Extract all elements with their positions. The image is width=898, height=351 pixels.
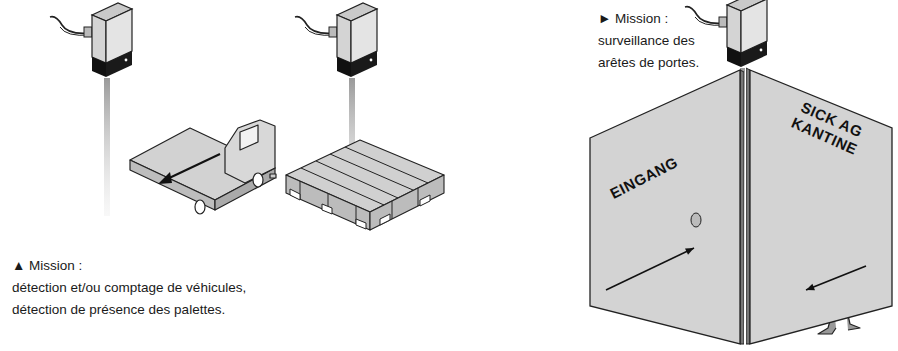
door-panel xyxy=(750,70,892,344)
door-arrow xyxy=(606,248,694,290)
mission-text: ► Mission : xyxy=(598,8,798,30)
arrow-head xyxy=(806,284,815,291)
mission-text: ▲ Mission : xyxy=(12,255,312,277)
door-outline xyxy=(746,58,896,346)
mission-text: détection et/ou comptage de véhicules, d… xyxy=(12,277,274,321)
arrow-head xyxy=(685,248,694,255)
door-outline xyxy=(586,60,744,348)
door: SICK AG KANTINE xyxy=(746,58,896,346)
mission-text: surveillance des arêtes de portes. xyxy=(598,30,716,74)
door: EINGANG xyxy=(586,60,744,348)
door-panel xyxy=(590,70,740,344)
door-knob xyxy=(691,213,701,227)
door-arrow xyxy=(806,266,866,290)
